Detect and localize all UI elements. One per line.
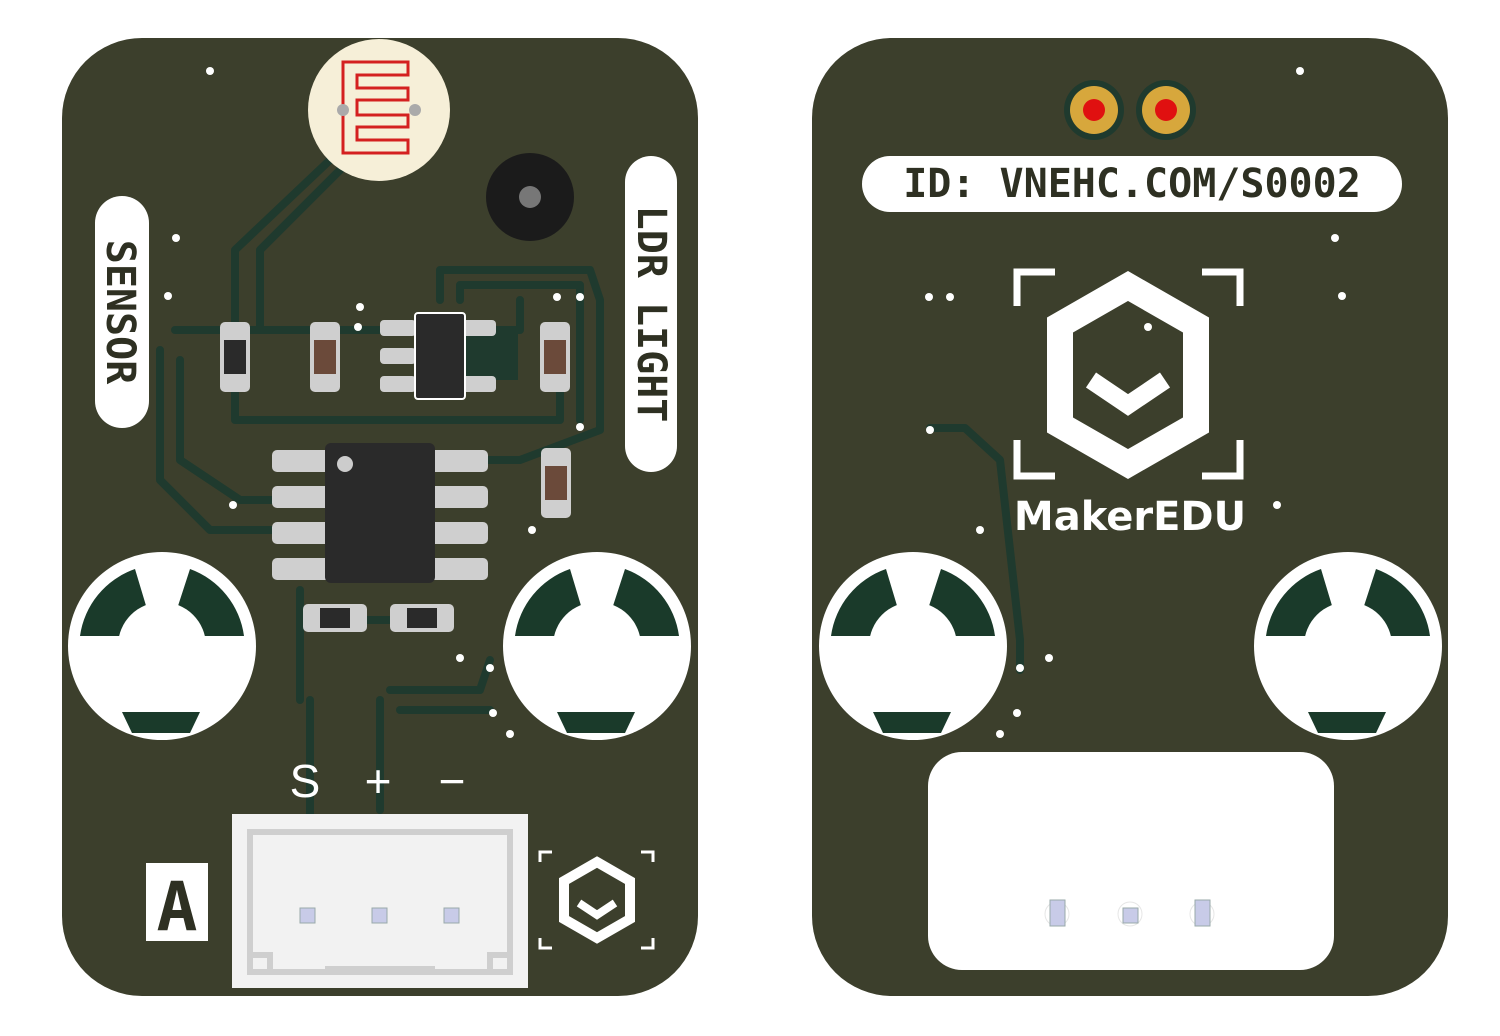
front-board: SENSOR LDR LIGHT <box>62 38 698 996</box>
port-letter-badge: A <box>146 863 208 947</box>
resistor <box>310 322 340 392</box>
back-vias <box>925 67 1346 738</box>
id-label-badge: ID: VNEHC.COM/S0002 <box>862 156 1402 212</box>
resistor <box>541 448 571 518</box>
mounting-hole <box>1254 552 1442 740</box>
ic-soic8 <box>272 443 488 583</box>
front-vias <box>164 67 584 738</box>
back-connector-area <box>928 752 1334 970</box>
back-trace <box>926 424 1024 674</box>
sensor-label-badge: SENSOR <box>95 196 149 428</box>
front-resistors <box>220 322 571 632</box>
ldr-through-hole-pads <box>1064 80 1196 140</box>
back-board: ID: VNEHC.COM/S0002 MakerEDU <box>812 38 1448 996</box>
sensor-label: SENSOR <box>97 240 143 385</box>
small-logo-icon <box>538 850 655 950</box>
pin-label-minus: − <box>439 755 466 807</box>
ic-sot23 <box>380 312 518 400</box>
resistor <box>390 604 454 632</box>
mounting-hole <box>819 552 1007 740</box>
ldr-label-badge: LDR LIGHT <box>625 156 677 472</box>
brand-name: MakerEDU <box>1014 494 1246 540</box>
ldr-photoresistor <box>308 39 450 181</box>
mounting-hole <box>503 552 691 740</box>
pin-label-plus: + <box>365 755 392 807</box>
mounting-hole <box>68 552 256 740</box>
port-letter: A <box>157 868 198 947</box>
connector-3pin <box>232 814 528 988</box>
pin-label-signal: S <box>290 755 321 807</box>
resistor <box>303 604 367 632</box>
resistor <box>540 322 570 392</box>
maker-edu-logo-icon <box>1013 268 1244 480</box>
id-label: ID: VNEHC.COM/S0002 <box>903 161 1361 207</box>
capacitor <box>220 322 250 392</box>
ldr-label: LDR LIGHT <box>628 206 674 423</box>
